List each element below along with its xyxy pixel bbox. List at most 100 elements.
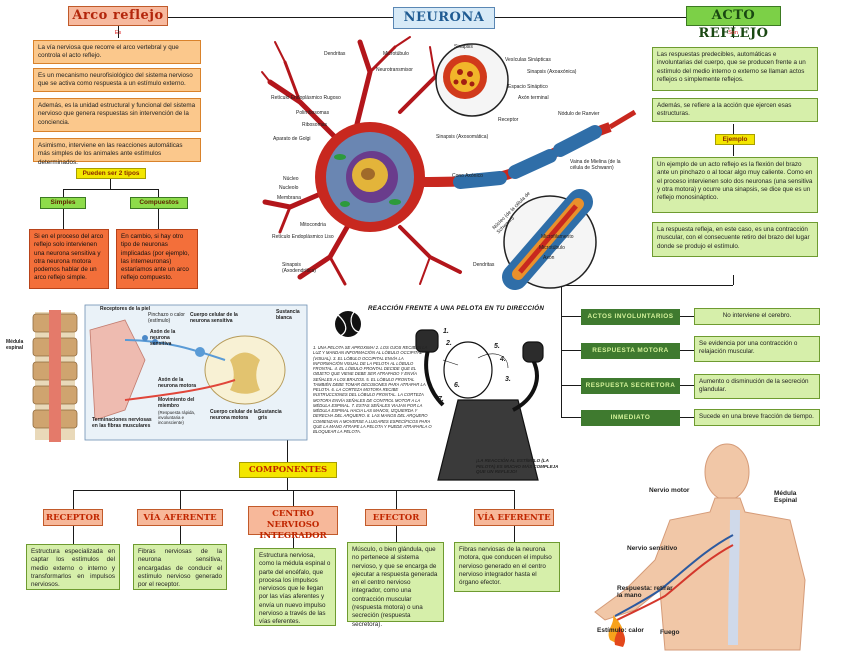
prop-tag-secretora: Respuesta secretora [581,378,680,394]
lbl-dendritas: Dendritas [324,51,346,57]
comp-vmid [287,478,288,490]
lbl-membrana: Membrana [277,195,301,201]
body-reflex-illustration [594,443,806,651]
lbl-vesiculas: Vesículas Sinápticas [505,57,551,63]
tipos-v1 [63,189,64,197]
comp-v2 [180,490,181,509]
acto-box-1: Las respuestas predecibles, automáticas … [652,47,818,91]
efector-head: EFECTOR [365,509,427,526]
comp-vtop [287,438,288,462]
acto-vline [733,26,734,38]
lbl-microtubulo2: Microtúbulo [539,245,565,251]
lbl-movimiento-sub: (Respuesta rápida, involuntaria e incons… [158,410,196,426]
acto-box-2: Además, se refiere a la acción que ejerc… [652,98,818,122]
comic-num-4: 4. [500,356,506,363]
lbl-cuerpo-motora: Cuerpo celular de la neurona motora [210,409,258,421]
lbl-cono: Cono Axónico [452,173,483,179]
via-eferente-text: Fibras nerviosas de la neurona motora, q… [454,542,560,592]
arco-reflejo-title: Arco reflejo [68,6,168,26]
efector-text: Músculo, o bien glándula, que no pertene… [347,542,444,628]
lbl-microfilamento: Microfilamento [541,234,574,240]
comic-num-5: 5. [494,343,500,350]
lbl-reticulo-rugoso: Retículo Endoplásmico Rugoso [271,95,341,101]
comic-num-2: 2. [446,340,452,347]
comp-v1 [73,490,74,509]
prop-tag-actos: Actos involuntarios [581,309,680,325]
centro-nervioso-head: CENTRO NERVIOSO INTEGRADOR [248,506,338,541]
receptor-head: RECEPTOR [43,509,103,526]
props-trunk [561,285,562,418]
prop-b1 [561,316,581,317]
comic-num-1: 1. [443,328,449,335]
simples-v [63,209,64,229]
arco-vline [118,26,119,38]
lbl-receptores-piel: Receptores de la piel [100,306,151,312]
lbl-neurotransmisor: Neurotransmisor [376,67,413,73]
simples-text: Si en el proceso del arco reflejo solo i… [29,229,109,289]
lbl-nervio-motor: Nervio motor [649,487,690,494]
compuestos-tag: Compuestos [130,197,188,209]
lbl-axon: Axón [543,255,555,261]
prop-r4 [680,417,694,418]
lbl-receptor: Receptor [498,117,519,123]
tipos-v2 [158,189,159,197]
comic-note: ¡LA REACCIÓN AL ESTÍMULO (LA PELOTA) ES … [476,458,559,475]
prop-tag-motora: Respuesta motora [581,343,680,359]
lbl-sustancia-gris: Sustancia gris [258,409,282,421]
acto-reflejo-title: ACTO REFLEJO [686,6,781,41]
neurona-title: NEURONA [393,7,495,29]
comp-d1 [73,526,74,544]
lbl-microtubulo: Microtúbulo [383,51,409,57]
lbl-estimulo: Estímulo: calor [597,627,644,634]
lbl-polirribosomas: Polirribosomas [296,110,330,116]
lbl-terminaciones: Terminaciones nerviosas en las fibras mu… [92,417,152,429]
lbl-pinchazo: Pinchazo o calor (estímulo) [148,312,185,324]
lbl-nervio-sensitivo: Nervio sensitivo [627,545,678,552]
lbl-sinapsis: Sinapsis [454,44,473,50]
lbl-axon-motora: Axón de la neurona motora [158,377,197,389]
ejemplo-tag: Ejemplo [715,134,755,145]
lbl-nucleo: Núcleo [283,176,299,182]
tipos-vmain [110,178,111,189]
componentes-title: COMPONENTES [239,462,337,478]
comic-num-3: 3. [505,376,511,383]
props-top [561,285,733,286]
comp-v4 [396,490,397,509]
prop-b4 [561,417,581,418]
receptor-text: Estructura especializada en captar los e… [26,544,120,590]
arco-box-2: Es un mecanismo neurofisiológico del sis… [33,68,201,92]
prop-text-inmediato: Sucede en una breve fracción de tiempo. [694,409,820,426]
neuron-diagram [261,36,637,290]
ball-reaction-illustration [335,311,544,481]
centro-nervioso-text: Estructura nerviosa, como la médula espi… [254,548,336,626]
compuestos-text: En cambio, si hay otro tipo de neuronas … [116,229,198,289]
acto-ejemplo-2: La respuesta refleja, en este caso, es u… [652,222,818,257]
comic-num-7: 7. [438,396,444,403]
lbl-espacio: Espacio Sináptico [508,84,548,90]
comp-d4 [396,526,397,542]
prop-text-motora: Se evidencia por una contracción o relaj… [694,336,820,362]
prop-r1 [680,316,694,317]
lbl-axon-terminal: Axón terminal [518,95,549,101]
lbl-golgi: Aparato de Golgi [273,136,311,142]
comp-d2 [180,526,181,544]
lbl-nucleolo: Nucleolo [279,185,299,191]
lbl-fuego: Fuego [660,629,680,636]
comic-num-6: 6. [454,382,460,389]
arco-box-3: Además, es la unidad estructural y funci… [33,98,201,132]
lbl-movimiento: Movimiento del miembro [158,397,195,409]
simples-tag: Simples [40,197,86,209]
props-top-v [733,275,734,285]
lbl-respuesta: Respuesta: retirar la mano [617,585,673,600]
comp-v [158,209,159,229]
spinal-reflex-diagram [32,304,308,442]
lbl-medula-espinal-body: Médula Espinal [774,490,798,505]
lbl-dendritas2: Dendritas [473,262,495,268]
comp-d3 [293,535,294,548]
lbl-axon-sensitiva: Axón de la neurona sensitiva [150,329,176,347]
comp-d5 [514,526,515,542]
lbl-sinapsis-axo: Sinapsis (Axodendrítica) [282,262,316,274]
acto-ejemplo-1: Un ejemplo de un acto reflejo es la flex… [652,157,818,213]
tipos-split [63,189,158,190]
prop-text-secretora: Aumento o disminución de la secreción gl… [694,374,820,399]
